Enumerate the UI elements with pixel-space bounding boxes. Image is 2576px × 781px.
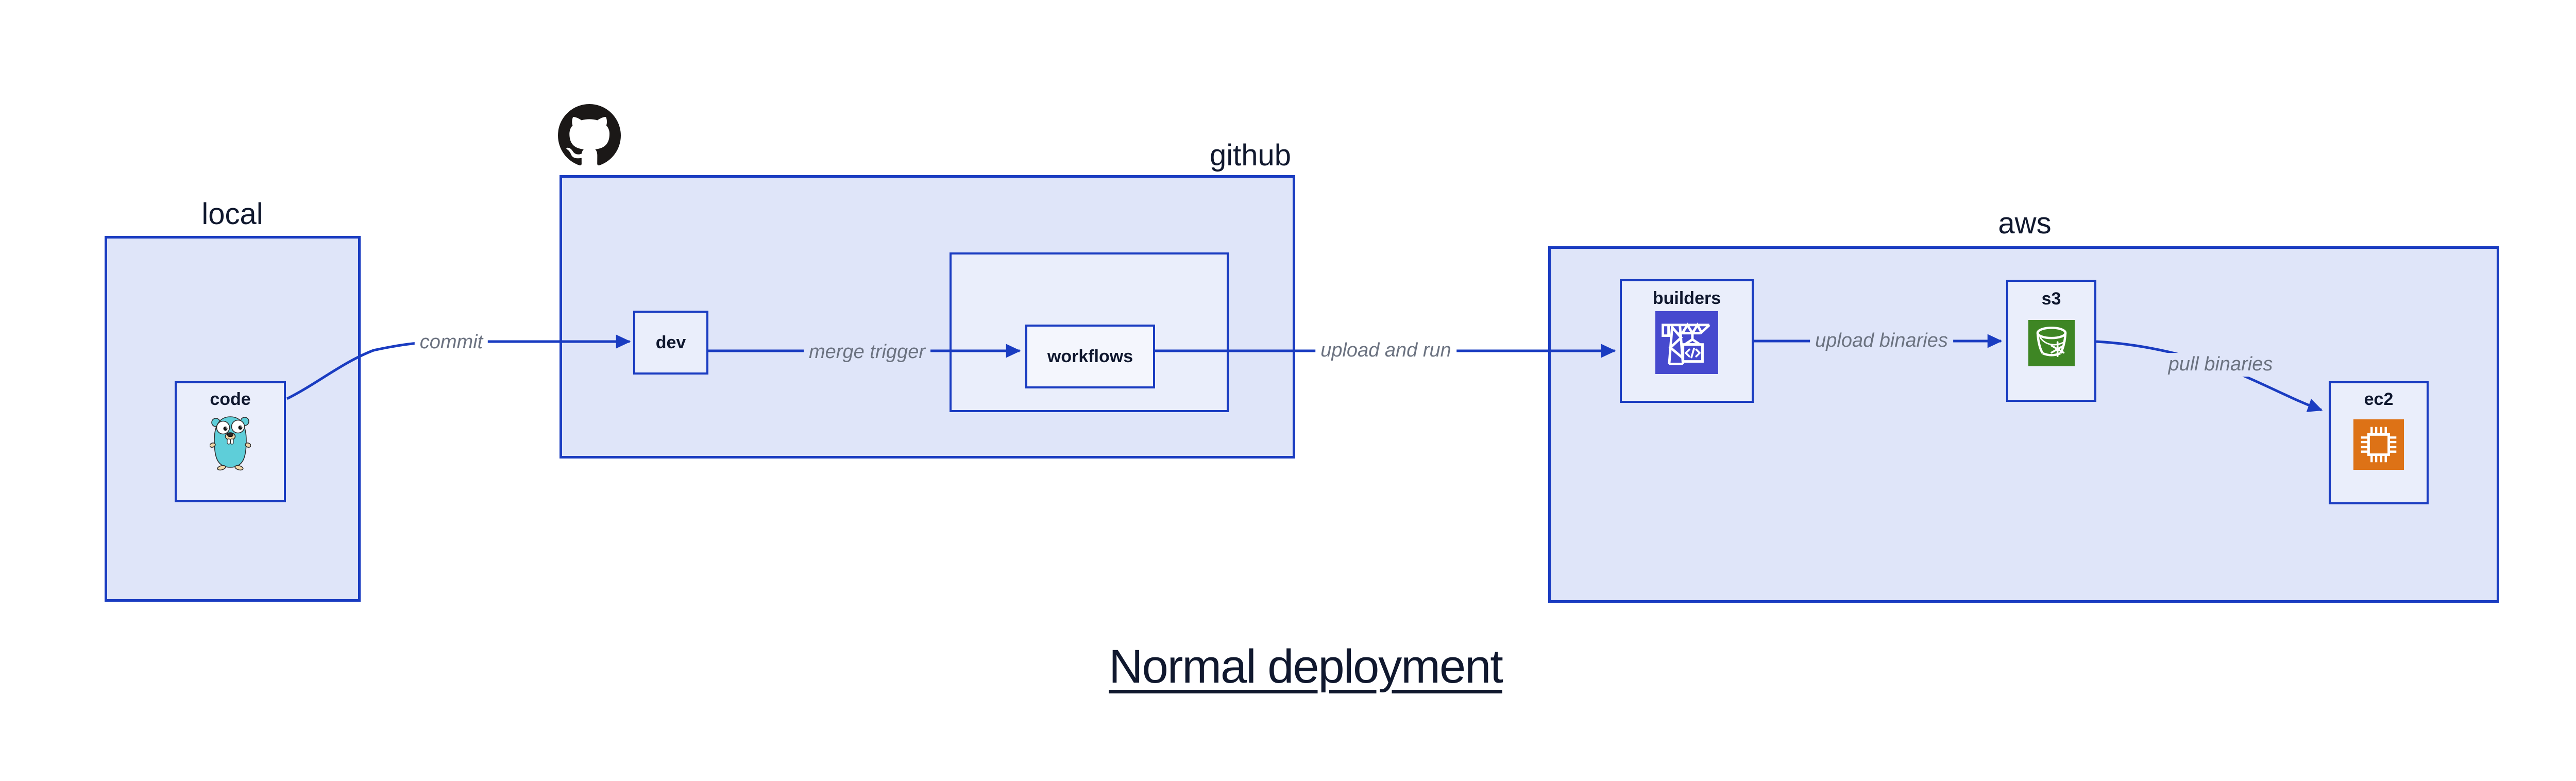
builders-node-box: builders bbox=[1620, 279, 1754, 403]
diagram-title: Normal deployment bbox=[1109, 640, 1503, 693]
github-logo-icon bbox=[558, 104, 621, 165]
dev-branch-label: dev bbox=[655, 332, 686, 352]
edge-label-upload-and-run: upload and run bbox=[1315, 339, 1456, 363]
s3-glacier-bucket-icon bbox=[2028, 320, 2075, 366]
dev-branch-box: dev bbox=[633, 311, 708, 375]
edge-label-merge-trigger: merge trigger bbox=[804, 341, 930, 364]
code-node-label: code bbox=[210, 389, 251, 409]
builders-node-label: builders bbox=[1652, 288, 1721, 308]
aws-group-label: aws bbox=[1998, 207, 2052, 240]
workflows-node-box: workflows bbox=[1025, 325, 1155, 388]
ec2-node-label: ec2 bbox=[2364, 389, 2394, 409]
codebuild-crane-icon bbox=[1655, 311, 1718, 374]
s3-node-box: s3 bbox=[2006, 280, 2096, 402]
edge-label-upload-binaries: upload binaries bbox=[1810, 329, 1953, 353]
s3-node-label: s3 bbox=[2041, 289, 2061, 309]
ec2-chip-icon bbox=[2353, 419, 2404, 470]
github-group-label: github bbox=[1209, 139, 1292, 172]
workflows-node-label: workflows bbox=[1047, 346, 1133, 366]
code-node-box: code bbox=[175, 381, 286, 502]
go-gopher-icon bbox=[210, 416, 251, 471]
local-group-label: local bbox=[201, 197, 263, 231]
ec2-node-box: ec2 bbox=[2329, 381, 2429, 504]
edge-label-commit: commit bbox=[414, 331, 488, 354]
edge-label-pull-binaries: pull binaries bbox=[2163, 353, 2278, 377]
